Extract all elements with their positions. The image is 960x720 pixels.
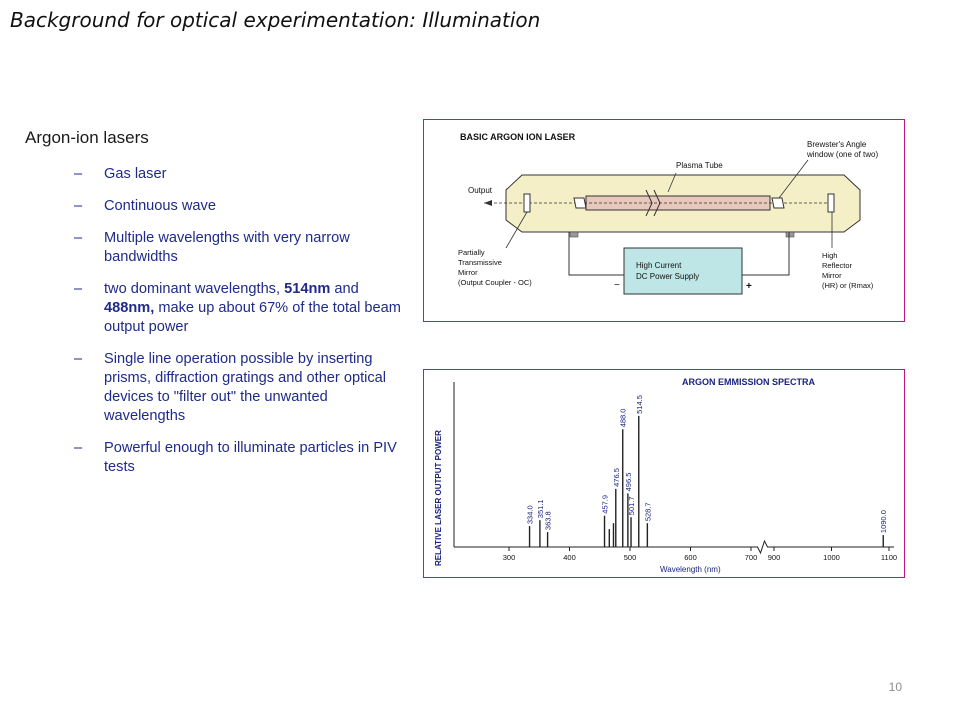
emission-line-label: 496.5 — [624, 473, 633, 492]
hr-mirror-label-1: High — [822, 251, 837, 260]
minus-sign: − — [614, 280, 620, 291]
section-heading: Argon-ion lasers — [25, 128, 149, 147]
x-tick-label: 500 — [624, 553, 637, 562]
bullet-item: – Gas laser — [74, 165, 410, 184]
x-tick-label: 600 — [684, 553, 697, 562]
high-reflector-mirror — [827, 193, 835, 213]
x-tick-label: 1100 — [881, 553, 897, 562]
emission-line-label: 334.0 — [526, 505, 535, 524]
brewster-label-line2: window (one of two) — [806, 150, 878, 159]
hr-mirror-label-3: Mirror — [822, 271, 842, 280]
hr-mirror-label-4: (HR) or (Rmax) — [822, 281, 874, 290]
pt-mirror-label-4: (Output Coupler - OC) — [458, 278, 532, 287]
spectrum-chart: ARGON EMMISSION SPECTRA RELATIVE LASER O… — [434, 377, 897, 574]
brewster-label-line1: Brewster's Angle — [807, 140, 867, 149]
bullet-text: Continuous wave — [104, 198, 216, 214]
pt-mirror-label-1: Partially — [458, 248, 485, 257]
wire-negative — [568, 232, 624, 276]
brewster-window-left — [573, 197, 587, 209]
output-coupler-mirror — [523, 193, 531, 213]
laser-diagram-title: BASIC ARGON ION LASER — [460, 132, 576, 142]
output-arrow-icon — [484, 200, 492, 206]
emission-line-label: 1090.0 — [879, 510, 888, 533]
bullet-dash: – — [74, 281, 83, 297]
bullet-dash: – — [74, 230, 83, 246]
x-tick-label: 400 — [563, 553, 576, 562]
plasma-tube — [585, 195, 771, 211]
power-supply-label-2: DC Power Supply — [636, 272, 699, 281]
bullet-item: – Single line operation possible by inser… — [74, 350, 410, 426]
chart-title: ARGON EMMISSION SPECTRA — [682, 377, 816, 387]
emission-line-label: 457.9 — [601, 495, 610, 514]
chart-xlabel: Wavelength (nm) — [660, 565, 721, 574]
x-tick-label: 300 — [503, 553, 516, 562]
power-supply-box — [623, 247, 743, 295]
bullet-text: make up about 67% of the total beam outp… — [104, 300, 401, 335]
bullet-dash: – — [74, 440, 83, 456]
spectrum-chart-panel: ARGON EMMISSION SPECTRA RELATIVE LASER O… — [423, 369, 905, 578]
bullet-text: Gas laser — [104, 166, 167, 182]
bullet-emphasis: 514nm — [284, 281, 331, 297]
emission-line-label: 351.1 — [536, 499, 545, 518]
slide-title: Background for optical experimentation: … — [10, 8, 541, 32]
bullet-item: – Continuous wave — [74, 197, 410, 216]
bullet-emphasis: 488nm, — [104, 300, 155, 316]
emission-line-label: 476.5 — [612, 468, 621, 487]
plus-sign: + — [746, 281, 752, 292]
bullet-list: – Gas laser – Continuous wave – Multiple wave… — [74, 165, 410, 490]
pt-mirror-label-3: Mirror — [458, 268, 478, 277]
emission-line-label: 363.8 — [544, 511, 553, 530]
laser-diagram-panel: BASIC ARGON ION LASER Plasma Tube Brewst… — [423, 119, 905, 322]
x-axis — [454, 539, 894, 555]
bullet-item: – Multiple wavelengths with very narrow b… — [74, 229, 410, 267]
power-supply-label-1: High Current — [636, 261, 682, 270]
emission-line-label: 488.0 — [619, 409, 628, 428]
emission-line-label: 528.7 — [643, 502, 652, 521]
x-tick-label: 700 — [745, 553, 758, 562]
bullet-dash: – — [74, 351, 83, 367]
bullet-dash: – — [74, 166, 83, 182]
bullet-text: two dominant wavelengths, — [104, 281, 285, 297]
emission-line-label: 501.7 — [627, 496, 636, 515]
page-number: 10 — [888, 680, 902, 694]
plasma-tube-label: Plasma Tube — [676, 161, 723, 170]
bullet-item: – two dominant wavelengths, 514nm and 488… — [74, 280, 410, 337]
hr-mirror-label-2: Reflector — [822, 261, 853, 270]
wire-positive — [742, 232, 790, 276]
bullet-text: Single line operation possible by insert… — [104, 351, 387, 424]
output-label: Output — [468, 186, 493, 195]
bullet-text: Multiple wavelengths with very narrow ba… — [104, 230, 350, 265]
bullet-dash: – — [74, 198, 83, 214]
emission-line-label: 514.5 — [635, 395, 644, 414]
x-tick-label: 1000 — [823, 553, 840, 562]
x-tick-label: 900 — [768, 553, 781, 562]
chart-ylabel: RELATIVE LASER OUTPUT POWER — [434, 430, 443, 566]
laser-diagram: BASIC ARGON ION LASER Plasma Tube Brewst… — [458, 132, 878, 295]
brewster-window-right — [771, 197, 785, 209]
bullet-text: Powerful enough to illuminate particles … — [104, 440, 397, 475]
bullet-item: – Powerful enough to illuminate particles… — [74, 439, 410, 477]
pt-mirror-label-2: Transmissive — [458, 258, 502, 267]
bullet-text: and — [330, 281, 359, 297]
